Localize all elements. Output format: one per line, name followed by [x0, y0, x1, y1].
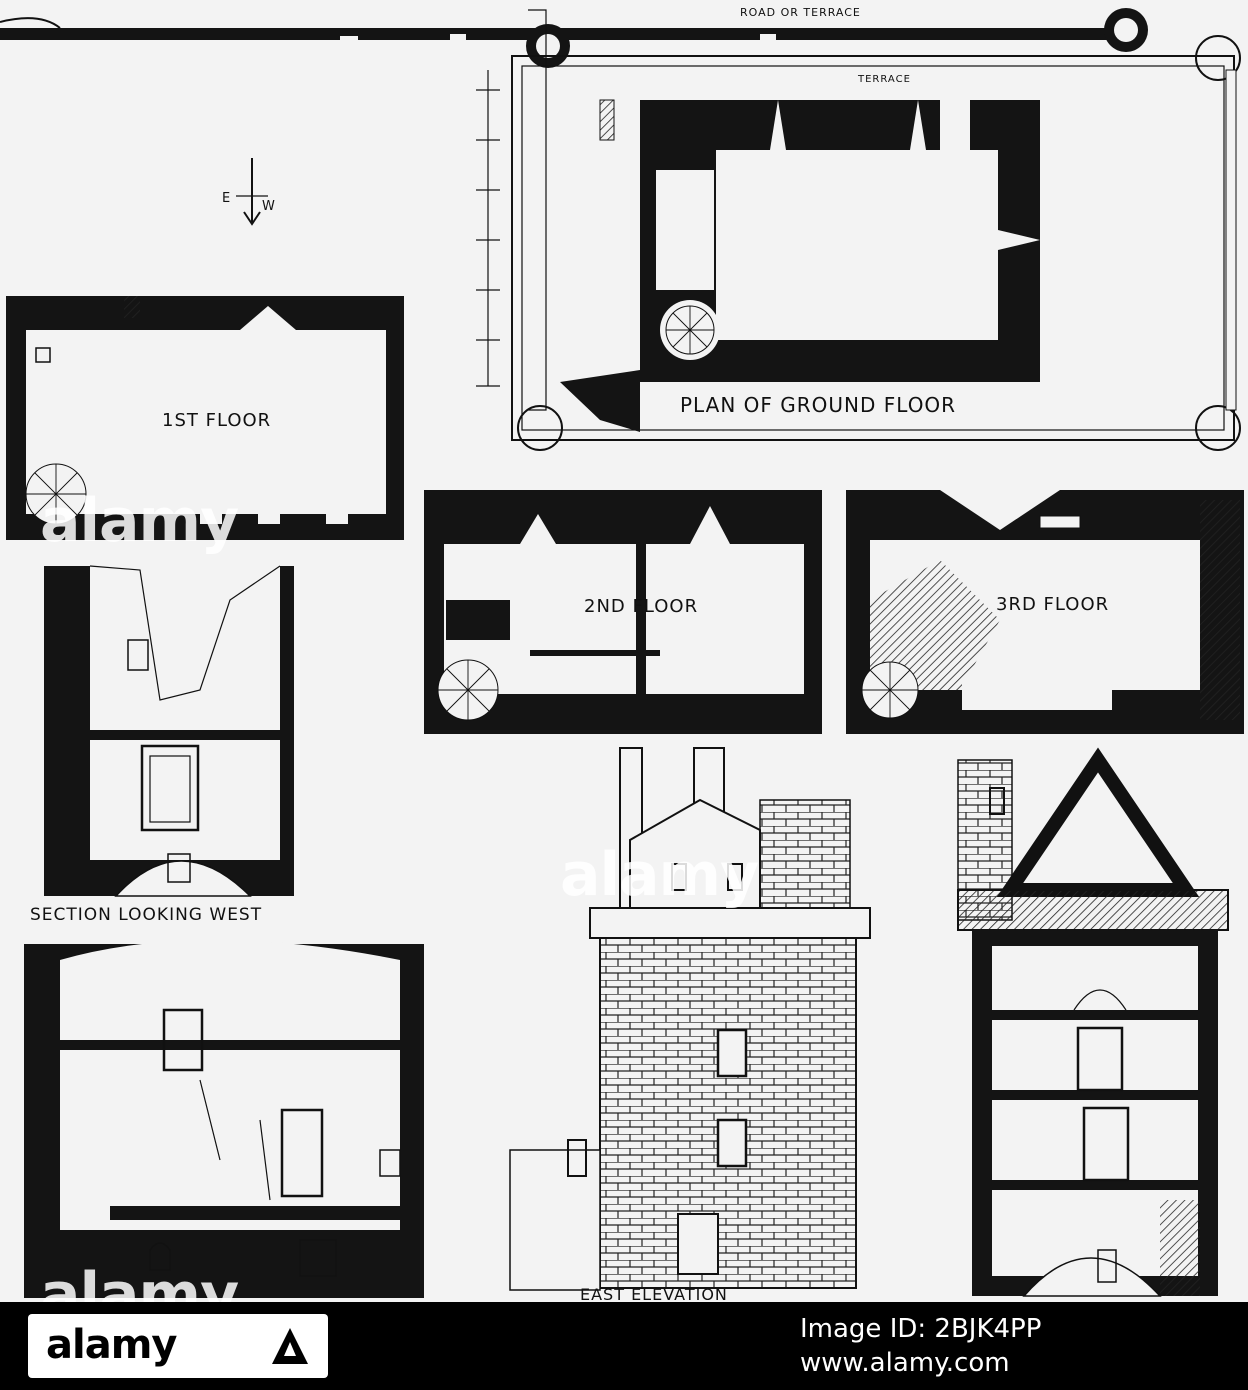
first-floor-plan [6, 296, 404, 540]
compass-west-label: W [262, 199, 276, 214]
site-url[interactable]: www.alamy.com [800, 1348, 1010, 1378]
image-id: Image ID: 2BJK4PP [800, 1314, 1042, 1344]
stock-footer-bar: alamy Image ID: 2BJK4PP www.alamy.com [0, 1302, 1248, 1390]
brand-mark-icon [272, 1328, 308, 1364]
road-terrace-wall [0, 8, 1148, 68]
third-floor-label: 3RD FLOOR [996, 594, 1109, 615]
lower-section [24, 940, 424, 1298]
third-floor-plan [846, 490, 1244, 734]
ground-floor-label: PLAN OF GROUND FLOOR [680, 393, 956, 417]
brand-logo[interactable]: alamy [28, 1314, 328, 1378]
right-section [957, 747, 1229, 1297]
ground-floor-enclosure [511, 9, 1241, 451]
ground-floor-tower-plan [560, 99, 1040, 432]
east-elevation [509, 747, 871, 1291]
east-elevation-label: EAST ELEVATION [580, 1285, 728, 1302]
terrace-label: TERRACE [857, 74, 911, 85]
plate-drawing: ROAD OR TERRACE TERRACE E W [0, 6, 1244, 1302]
second-floor-plan [424, 490, 822, 734]
road-terrace-label: ROAD OR TERRACE [740, 6, 861, 19]
architectural-plate: ROAD OR TERRACE TERRACE E W [0, 0, 1248, 1302]
first-floor-label: 1ST FLOOR [162, 410, 271, 431]
image-id-block: Image ID: 2BJK4PP www.alamy.com [800, 1312, 1041, 1380]
compass-east-label: E [222, 191, 231, 206]
scale-bar [476, 70, 500, 387]
compass-icon [236, 158, 268, 226]
section-looking-west-label: SECTION LOOKING WEST [30, 905, 262, 925]
section-looking-west [44, 565, 294, 897]
second-floor-label: 2ND FLOOR [584, 596, 698, 617]
brand-logo-text: alamy [46, 1322, 177, 1368]
